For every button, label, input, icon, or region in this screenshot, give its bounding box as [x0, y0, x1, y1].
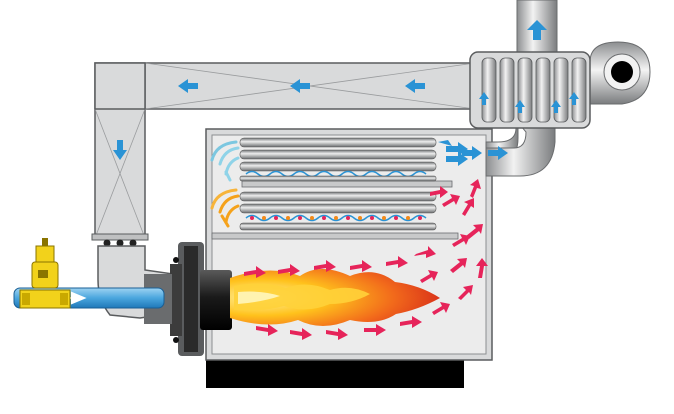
baffle-lower [211, 232, 459, 240]
centrifugal-fan-icon [585, 41, 651, 105]
hot-gas-arrows [244, 179, 488, 340]
turn-arrows-upper [210, 140, 240, 182]
turn-arrows-lower [210, 188, 240, 228]
tube-bundle-lower [239, 191, 437, 231]
heater-base [206, 360, 464, 388]
gas-valve-icon [19, 238, 71, 309]
flame-icon [230, 269, 440, 326]
baffle-upper [241, 180, 453, 188]
outlet-arrows [438, 140, 508, 166]
heat-exchanger-icon [469, 51, 591, 129]
duct-flow-arrows [113, 79, 425, 160]
tube-bundle-upper [239, 137, 437, 182]
